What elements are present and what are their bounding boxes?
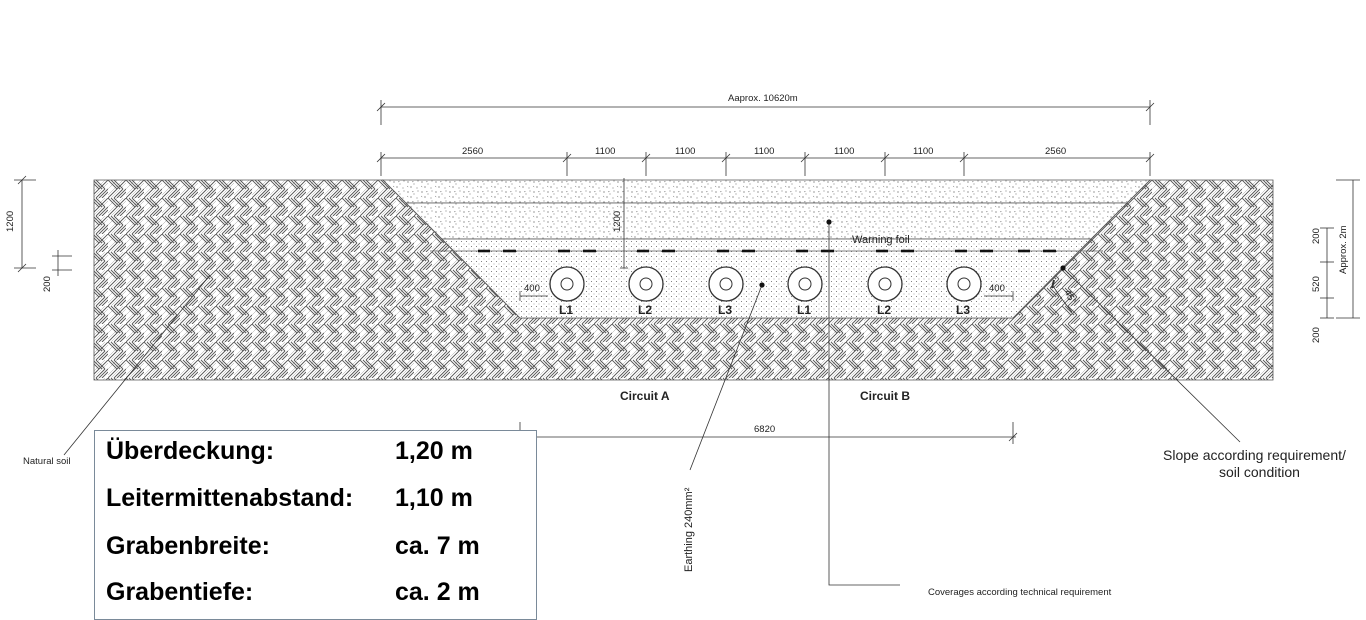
span-dimension-3: 1100 [675,146,695,157]
summary-value-trench-depth: ca. 2 m [395,578,480,606]
slope-label-line1: Slope according requirement/ [1163,447,1346,463]
edge-dimension-right: 400 [989,283,1005,294]
span-dimension-7: 2560 [1045,146,1066,157]
span-dimension-2: 1100 [595,146,615,157]
natural-soil-label: Natural soil [23,456,71,467]
summary-label-conductor-spacing: Leitermittenabstand: [106,484,354,512]
span-dimension-4: 1100 [754,146,774,157]
cable-circuit-a-l3 [708,266,744,302]
cable-circuit-b-l2 [867,266,903,302]
overall-width-dimension: Aaprox. 10620m [728,93,798,104]
right-total-dimension: Approx. 2m [1338,225,1349,274]
bottom-width-dimension: 6820 [754,424,775,435]
cable-circuit-a-l2 [628,266,664,302]
phase-label-6: L3 [956,303,970,317]
backfill-layer-middle [405,202,1128,240]
right-mid-dimension: 520 [1311,276,1322,292]
phase-label-5: L2 [877,303,891,317]
phase-label-3: L3 [718,303,732,317]
phase-label-1: L1 [559,303,573,317]
right-top-dimension: 200 [1311,228,1322,244]
summary-value-cover: 1,20 m [395,437,473,465]
cable-group [549,266,982,302]
summary-value-conductor-spacing: 1,10 m [395,484,473,512]
warning-foil-label: Warning foil [852,234,910,246]
coverages-label: Coverages according technical requiremen… [928,587,1112,598]
summary-label-trench-depth: Grabentiefe: [106,578,254,606]
circuit-a-label: Circuit A [620,389,670,403]
inner-depth-dimension: 1200 [612,211,623,232]
cable-circuit-a-l1 [549,266,585,302]
span-dimension-6: 1100 [913,146,933,157]
cable-circuit-b-l1 [787,266,823,302]
left-small-dimension: 200 [42,276,53,292]
right-bottom-dimension: 200 [1311,327,1322,343]
phase-label-2: L2 [638,303,652,317]
sand-bedding-layer [441,238,1092,319]
left-depth-dimension: 1200 [5,211,16,232]
earthing-label: Earthing 240mm² [683,487,695,572]
span-dimension-1: 2560 [462,146,483,157]
trench-cross-section-drawing: Warning foil L1 L2 L3 L1 L2 L3 400 400 A… [5,93,1360,598]
span-dimension-5: 1100 [834,146,854,157]
circuit-b-label: Circuit B [860,389,910,403]
backfill-layer-top [382,179,1151,204]
summary-label-cover: Überdeckung: [106,437,275,465]
slope-label-line2: soil condition [1219,464,1300,480]
cable-circuit-b-l3 [946,266,982,302]
edge-dimension-left: 400 [524,283,540,294]
trench-summary-box: Überdeckung: 1,20 m Leitermittenabstand:… [94,430,537,620]
summary-value-trench-width: ca. 7 m [395,532,480,560]
phase-label-4: L1 [797,303,811,317]
summary-label-trench-width: Grabenbreite: [106,532,270,560]
